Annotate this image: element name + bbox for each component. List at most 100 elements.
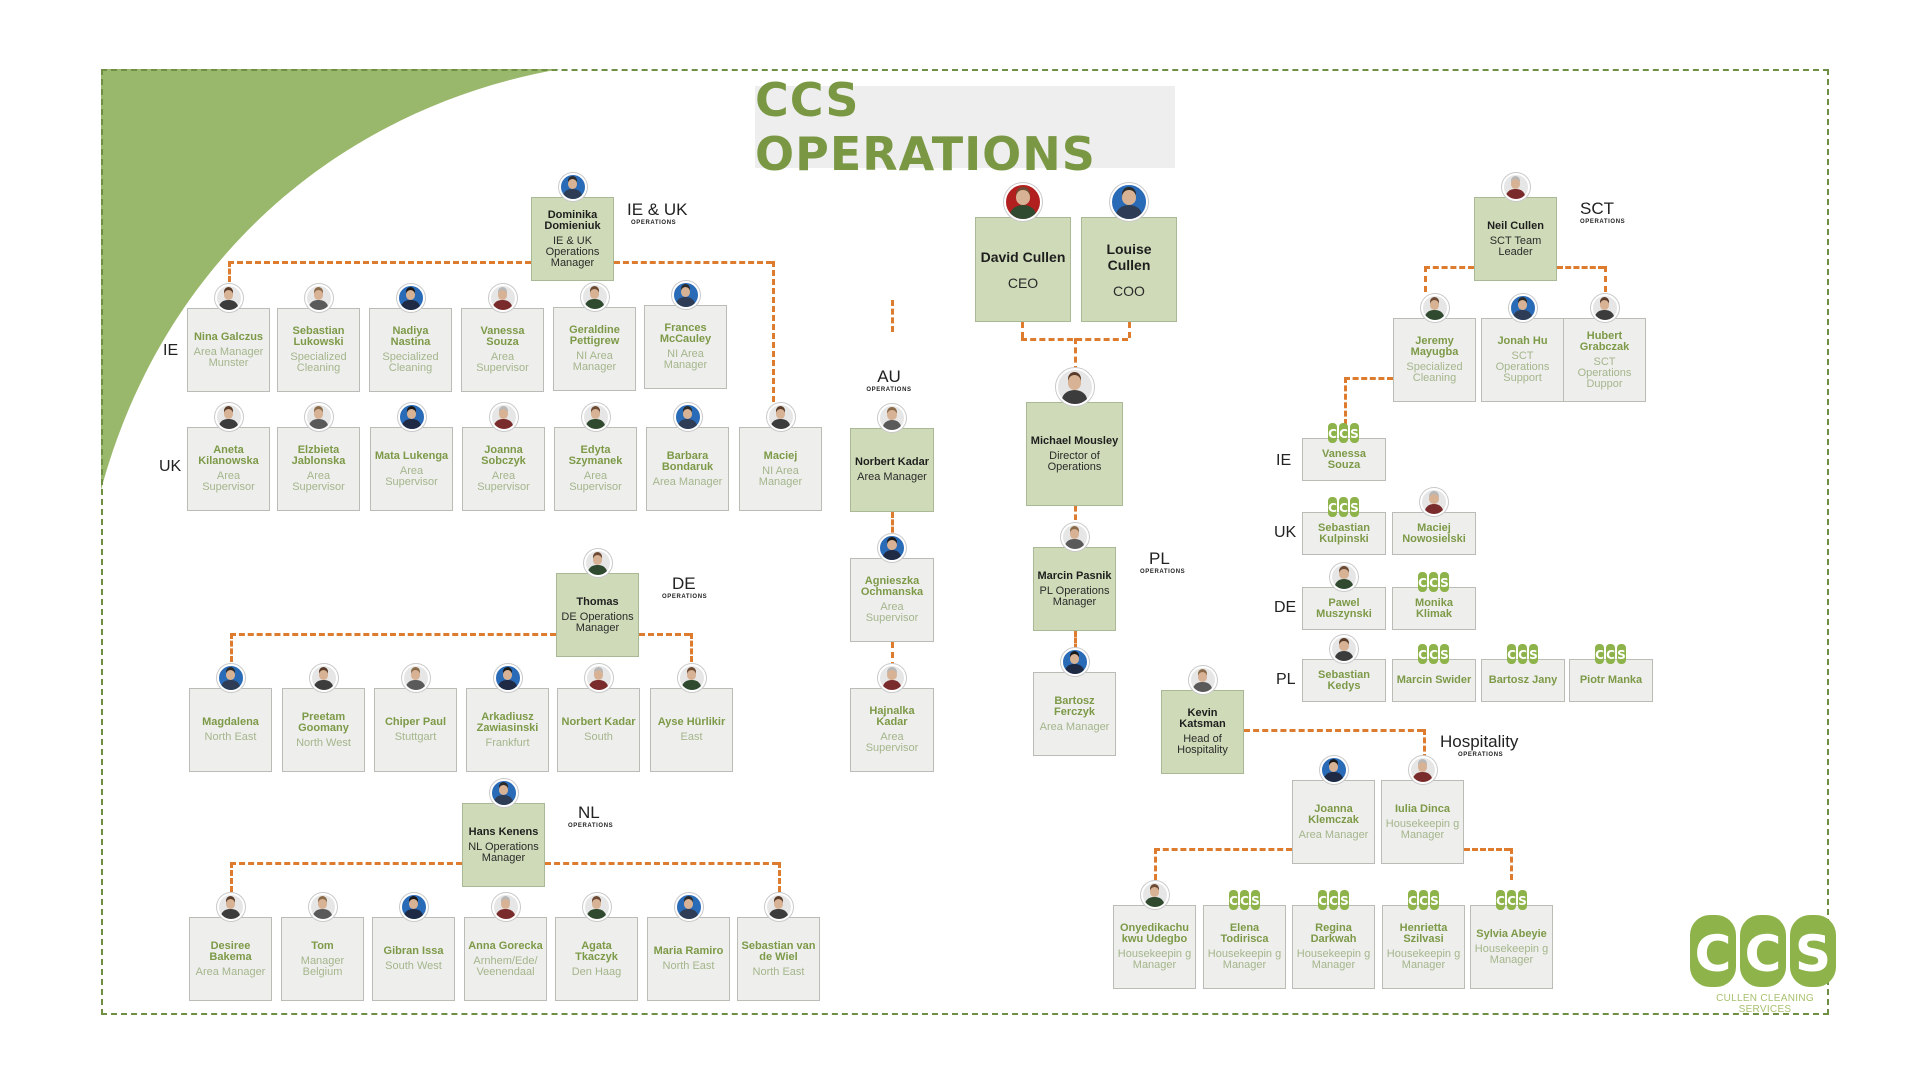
- person-role: SCT Team Leader: [1489, 234, 1542, 258]
- person-role: North East: [752, 965, 805, 978]
- avatar-photo: [1004, 183, 1042, 221]
- section-label-nl: NL OPERATIONS: [568, 804, 613, 830]
- avatar-photo: [583, 549, 612, 577]
- person-name: Sebastian Kulpinski: [1318, 521, 1370, 545]
- svg-text:S: S: [1340, 894, 1349, 908]
- row-label-sct-pl: PL: [1276, 671, 1296, 688]
- section-title: SCT: [1580, 199, 1614, 218]
- person-role: Area Manager: [195, 965, 266, 978]
- org-box-sebastian-ke: Sebastian Kedys: [1302, 659, 1386, 702]
- section-title: PL: [1149, 549, 1170, 568]
- person-name: Jonah Hu: [1497, 335, 1548, 347]
- avatar-photo: [1420, 488, 1448, 516]
- connector-line: [778, 862, 781, 892]
- person-role: East: [680, 731, 703, 743]
- connector-line: [639, 633, 690, 636]
- connector-line: [1128, 322, 1131, 338]
- person-role: NI Area Manager: [572, 350, 617, 373]
- svg-text:S: S: [1440, 576, 1449, 590]
- person-role: PL Operations Manager: [1039, 584, 1110, 608]
- connector-line: [1154, 848, 1157, 880]
- page-title: CCS OPERATIONS: [755, 73, 1175, 181]
- avatar-photo: [1055, 368, 1094, 406]
- avatar-photo: [304, 284, 333, 312]
- svg-text:S: S: [1430, 894, 1439, 908]
- avatar-photo: [493, 664, 522, 692]
- person-role: NI Area Manager: [758, 464, 803, 488]
- avatar-photo: [1319, 756, 1348, 784]
- section-label-de: DE OPERATIONS: [662, 575, 707, 601]
- avatar-photo: [397, 403, 426, 431]
- person-role: Housekeepin g Manager: [1385, 817, 1460, 841]
- person-role: Area Supervisor: [569, 470, 622, 493]
- org-box-piotr: Piotr Manka: [1569, 659, 1653, 702]
- person-name: Sebastian Kedys: [1318, 668, 1370, 692]
- person-role: Frankfurt: [485, 736, 530, 749]
- person-name: Desiree Bakema: [209, 939, 252, 963]
- person-role: Housekeepin g Manager: [1296, 948, 1371, 971]
- ccs-logo-subtitle: CULLEN CLEANING SERVICES: [1716, 993, 1814, 1015]
- svg-text:C: C: [1339, 501, 1348, 515]
- connector-line: [1074, 631, 1077, 650]
- org-box-marcin-p: Marcin Pasnik PL Operations Manager: [1033, 547, 1116, 631]
- connector-line: [230, 862, 462, 865]
- person-role: Area Supervisor: [202, 470, 255, 493]
- avatar-photo: [582, 893, 611, 921]
- person-name: Joanna Sobczyk: [481, 444, 526, 467]
- person-role: Specialized Cleaning: [382, 351, 439, 374]
- person-name: David Cullen: [980, 248, 1066, 265]
- avatar-photo: [491, 893, 520, 921]
- person-name: Marcin Pasnik: [1037, 569, 1112, 582]
- section-label-pl: PL OPERATIONS: [1140, 550, 1185, 576]
- org-box-bartosz-j: Bartosz Jany: [1481, 659, 1565, 702]
- person-name: Michael Mousley: [1030, 434, 1119, 447]
- connector-line: [1074, 506, 1077, 520]
- svg-text:C: C: [1418, 648, 1427, 662]
- person-name: Kevin Katsman: [1179, 707, 1226, 730]
- section-label-sct: SCT OPERATIONS: [1580, 200, 1625, 226]
- avatar-photo: [396, 284, 425, 312]
- person-role: CEO: [1007, 274, 1039, 291]
- org-box-sebastian-k: Sebastian Kulpinski: [1302, 512, 1386, 555]
- person-role: Housekeepin g Manager: [1117, 948, 1192, 971]
- connector-line: [1074, 338, 1077, 372]
- connector-line: [891, 300, 894, 332]
- person-role: Area Supervisor: [476, 351, 529, 374]
- person-name: Sylvia Abeyie: [1476, 927, 1547, 940]
- person-role: Housekeepin g Manager: [1386, 948, 1461, 971]
- connector-line: [1423, 729, 1426, 760]
- connector-line: [891, 642, 894, 668]
- svg-text:C: C: [1507, 894, 1516, 908]
- avatar-photo: [1408, 756, 1437, 784]
- person-role: Director of Operations: [1047, 449, 1102, 473]
- avatar-photo: [584, 664, 613, 692]
- person-role: South West: [385, 960, 442, 972]
- person-name: Agata Tkaczyk: [575, 939, 618, 963]
- person-name: Neil Cullen: [1487, 219, 1544, 232]
- person-role: Area Manager: [1298, 828, 1369, 841]
- avatar-photo: [1110, 183, 1148, 221]
- person-name: Joanna Klemczak: [1308, 802, 1359, 826]
- person-name: Hajnalka Kadar: [869, 705, 915, 728]
- ccs-brand-logo: C C S CULLEN CLEANING SERVICES: [1690, 913, 1840, 1015]
- connector-line: [1424, 266, 1474, 269]
- section-label-ie-uk: IE & UK OPERATIONS: [627, 201, 687, 227]
- section-title: Hospitality: [1440, 732, 1519, 751]
